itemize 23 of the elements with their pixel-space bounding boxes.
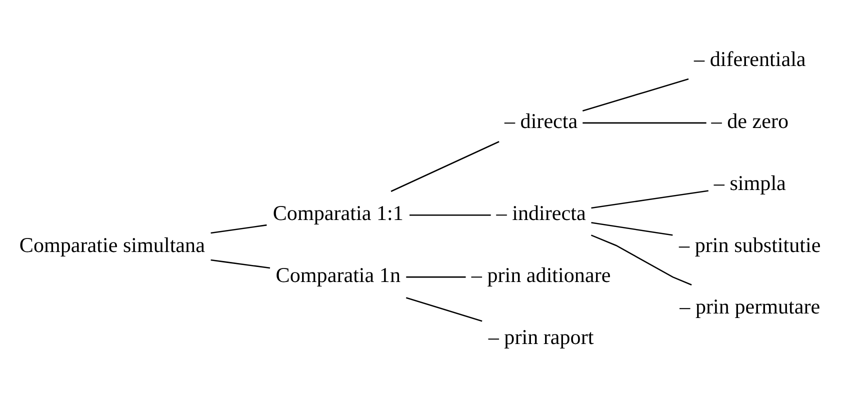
connector (410, 214, 491, 216)
connector (582, 78, 689, 112)
node-text: – prin permutare (680, 294, 820, 319)
connector (582, 122, 706, 124)
node-text: – prin raport (488, 325, 594, 350)
node-text: Comparatie simultana (19, 232, 205, 257)
connector (210, 224, 267, 234)
connector (390, 141, 500, 192)
node-text: – prin aditionare (471, 263, 611, 288)
connector (591, 190, 708, 209)
node-text: – simpla (714, 170, 786, 195)
node-text: – directa (504, 108, 578, 133)
connector (406, 276, 466, 278)
node-text: – diferentiala (694, 46, 806, 71)
node-text: – prin substitutie (679, 232, 821, 257)
node-text: – indirecta (496, 201, 586, 226)
connector (406, 297, 482, 322)
connector (210, 259, 270, 269)
node-text: – de zero (711, 108, 789, 133)
connector (590, 234, 692, 286)
node-text: Comparatia 1n (276, 263, 400, 288)
connector (591, 222, 673, 236)
node-text: Comparatia 1:1 (272, 201, 404, 226)
